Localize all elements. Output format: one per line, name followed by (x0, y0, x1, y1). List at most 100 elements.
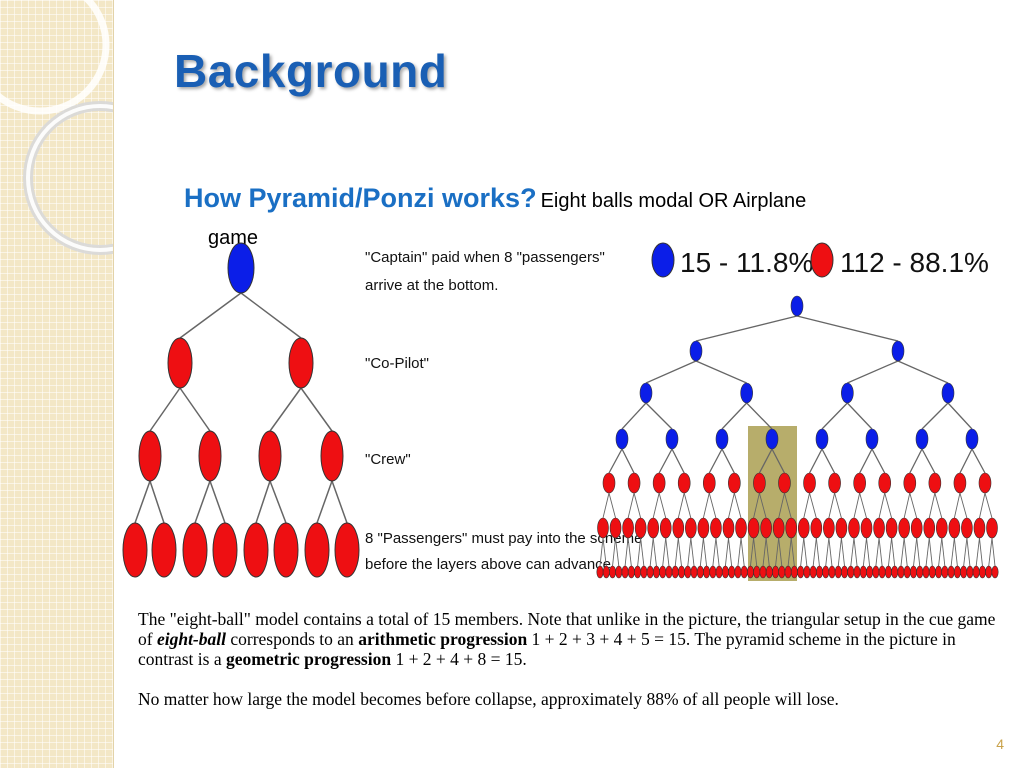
red-ball (973, 517, 986, 539)
red-ball (986, 517, 998, 539)
red-ball (803, 472, 816, 494)
tree-connector (602, 537, 607, 567)
red-ball (873, 517, 885, 539)
tree-connector (803, 537, 808, 567)
tree-connector (921, 448, 936, 474)
connector-line (331, 480, 348, 524)
tree-connector (674, 537, 679, 567)
member-ball (334, 522, 360, 578)
red-ball (740, 565, 748, 579)
tree-connector (733, 492, 742, 519)
tree-connector (796, 315, 899, 342)
red-ball (809, 565, 817, 579)
red-ball (928, 472, 942, 494)
tree-connector (608, 448, 623, 474)
tree-connector (862, 537, 867, 567)
tree-connector (627, 537, 632, 567)
red-ball (985, 565, 993, 579)
red-ball (898, 517, 910, 539)
red-ball (678, 565, 686, 579)
label-passengers-line1: 8 "Passengers" must pay into the scheme (365, 530, 642, 547)
red-ball (823, 517, 835, 539)
legend-blue-dot (651, 242, 675, 278)
connector-line (269, 387, 302, 432)
red-ball (709, 565, 717, 579)
tree-connector (677, 537, 682, 567)
tree-connector (859, 448, 873, 474)
red-ball (772, 565, 780, 579)
tree-connector (708, 492, 717, 519)
tree-connector (662, 537, 667, 567)
red-ball (721, 565, 729, 579)
tree-connector (677, 492, 685, 519)
tree-connector (724, 537, 729, 567)
red-ball (722, 517, 735, 539)
red-ball (841, 565, 849, 579)
red-ball (828, 565, 836, 579)
tree-connector (762, 537, 767, 567)
red-ball (935, 565, 943, 579)
tree-connector (897, 360, 949, 384)
tree-connector (971, 448, 986, 474)
pyramid-connectors (134, 292, 348, 524)
tree-connector (633, 492, 642, 519)
tree-connector (991, 537, 996, 567)
body-text: The "eight-ball" model contains a total … (138, 609, 1000, 729)
tree-connector (846, 402, 873, 430)
tree-connector (837, 537, 842, 567)
highlight-box (748, 426, 797, 581)
tree-connector (775, 537, 780, 567)
tree-connector (702, 492, 710, 519)
pyramid-balls (122, 242, 360, 578)
red-ball (715, 565, 723, 579)
red-ball (652, 565, 660, 579)
red-ball (953, 472, 967, 494)
red-ball (710, 517, 722, 539)
blue-ball (665, 428, 679, 450)
connector-line (179, 387, 211, 432)
tree-connector (790, 537, 795, 567)
tree-connector (825, 537, 830, 567)
airplane-game-tree: 15 - 11.8% 112 - 88.1% (596, 242, 999, 581)
tree-connector (695, 315, 798, 342)
tree-connector (903, 492, 911, 519)
label-captain-line2: arrive at the bottom. (365, 277, 498, 294)
tree-connector (715, 537, 720, 567)
connector-line (149, 480, 165, 524)
connector-line (209, 480, 226, 524)
red-ball (978, 472, 992, 494)
tree-connector (950, 537, 955, 567)
tree-connector (778, 537, 783, 567)
tree-connector (834, 492, 842, 519)
red-ball (728, 565, 736, 579)
tree-connector (621, 448, 635, 474)
tree-connector (608, 492, 616, 519)
label-captain-line1: "Captain" paid when 8 "passengers" (365, 249, 605, 266)
red-ball (765, 565, 773, 579)
tree-connector (847, 360, 899, 384)
tree-connector (702, 537, 708, 567)
tree-connector (853, 492, 861, 519)
red-ball (702, 472, 716, 494)
slide-number: 4 (996, 736, 1004, 752)
red-ball (872, 565, 880, 579)
blue-ball (715, 428, 729, 450)
tree-connector (612, 537, 616, 567)
tree-connector (665, 537, 670, 567)
tree-connector (708, 448, 723, 474)
red-ball (810, 517, 823, 539)
red-ball (897, 565, 905, 579)
tree-connector (765, 537, 770, 567)
tree-connector (875, 537, 880, 567)
tree-connector (809, 492, 817, 519)
red-ball (972, 565, 980, 579)
red-ball (759, 565, 767, 579)
tree-connector (953, 492, 961, 519)
red-ball (671, 565, 679, 579)
tree-connector (966, 537, 971, 567)
tree-connector (871, 448, 886, 474)
red-ball (665, 565, 673, 579)
blue-ball (740, 382, 753, 404)
red-ball (728, 472, 741, 494)
tree-connector (758, 448, 773, 474)
